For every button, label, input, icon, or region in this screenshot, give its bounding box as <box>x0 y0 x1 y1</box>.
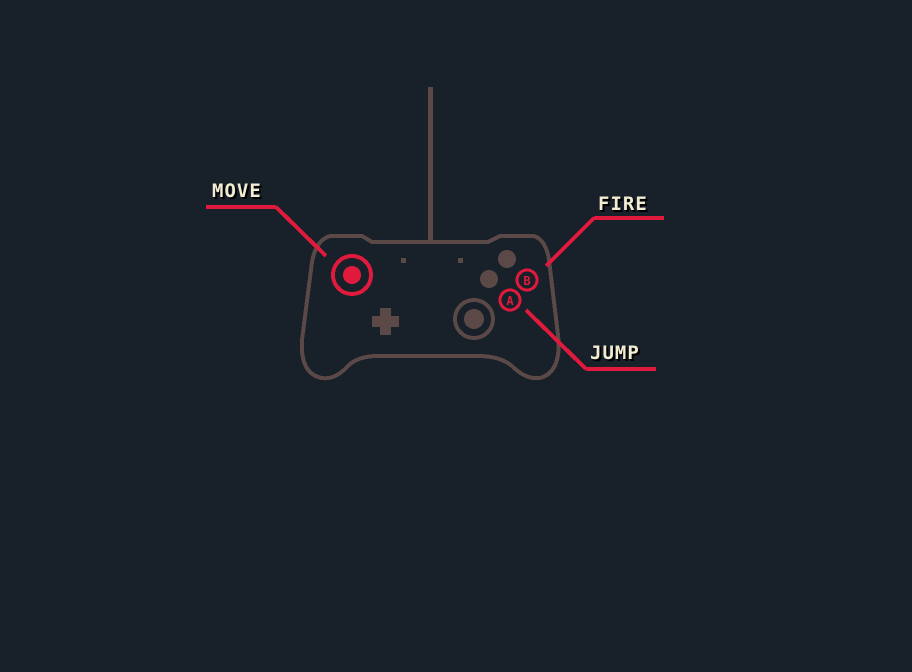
x-button-icon <box>480 270 498 288</box>
move-label: MOVE <box>212 180 262 202</box>
left-stick-icon <box>331 254 373 296</box>
fire-callout-line <box>544 216 664 268</box>
a-button-icon: A <box>498 288 522 312</box>
gamepad-icon <box>299 234 561 381</box>
start-button-icon <box>458 258 463 263</box>
right-stick-icon <box>453 298 495 340</box>
jump-label: JUMP <box>590 342 640 364</box>
move-callout-line <box>206 205 328 258</box>
b-button-icon: B <box>515 268 539 292</box>
a-button-letter: A <box>506 294 514 308</box>
b-button-letter: B <box>523 274 530 288</box>
dpad-icon <box>372 308 399 335</box>
controller-cable <box>428 87 433 242</box>
fire-label: FIRE <box>598 193 648 215</box>
y-button-icon <box>498 250 516 268</box>
select-button-icon <box>401 258 406 263</box>
jump-callout-line <box>524 308 656 371</box>
